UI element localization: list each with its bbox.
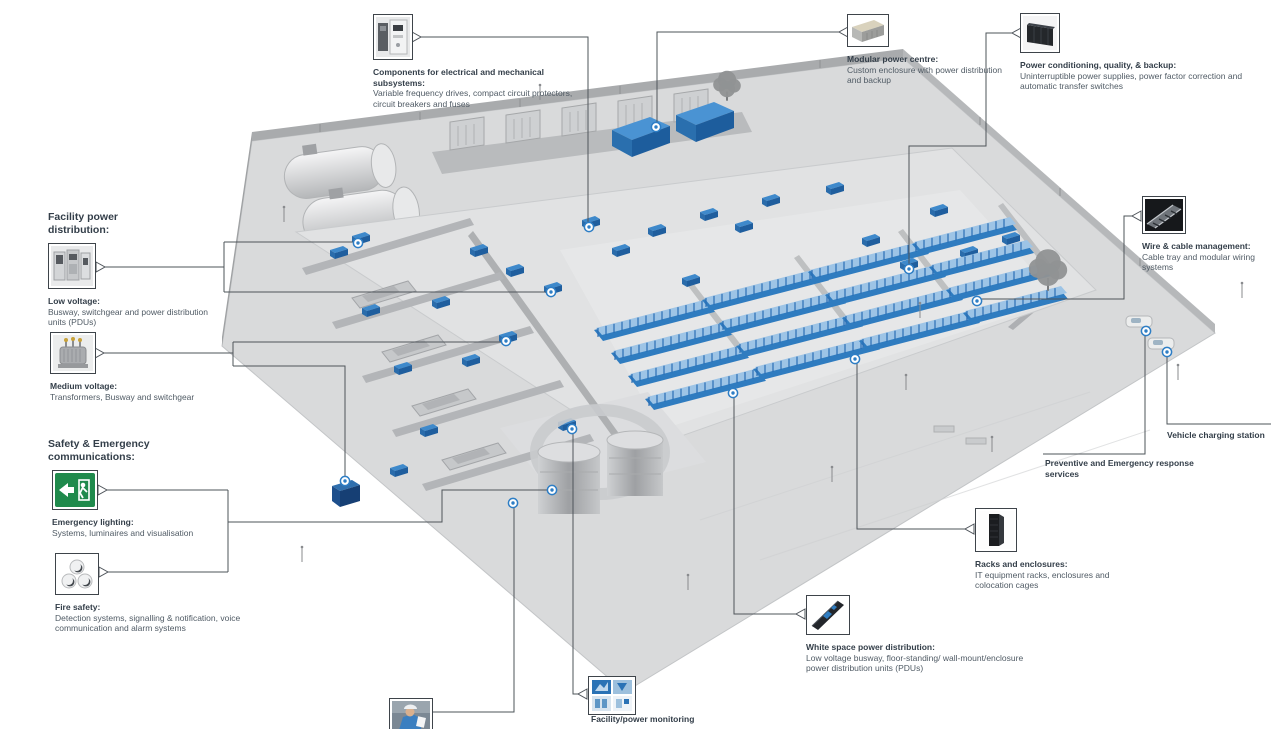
callout-medium-voltage: Medium voltage: Transformers, Busway and… [50,332,200,402]
connector-vehicle-charging [1166,355,1271,425]
connector-white-space [733,396,804,615]
cable-tray-photo-icon [1142,196,1186,234]
callout-preventive-services: Preventive and Emergency response servic… [1045,458,1195,479]
components-photo-icon [373,14,413,60]
callout-vehicle-charging: Vehicle charging station [1167,430,1279,441]
entrance-and-cooling-towers [332,404,670,514]
connector-power-conditioning [908,32,1020,266]
fire-safety-title: Fire safety: [55,602,101,612]
emergency-lighting-body: Systems, luminaires and visualisation [52,527,194,538]
modular-title: Modular power centre: [847,54,939,64]
callout-white-space: White space power distribution: Low volt… [806,595,1026,674]
racks-body: IT equipment racks, enclosures and coloc… [975,569,1110,591]
callout-modular-power-centre: Modular power centre: Custom enclosure w… [847,14,1002,86]
transformer-photo-icon [50,332,96,374]
low-voltage-body: Busway, switchgear and power distributio… [48,306,209,328]
facility-power-heading: Facility power distribution: [48,211,119,236]
medium-voltage-body: Transformers, Busway and switchgear [50,391,195,402]
trees [713,70,1068,291]
connector-preventive [1043,334,1146,455]
connector-components [412,36,589,224]
vehicle-charging-title: Vehicle charging station [1167,430,1265,440]
safety-heading: Safety & Emergency communications: [48,438,150,463]
smoke-detectors-icon [55,553,99,595]
callout-power-conditioning: Power conditioning, quality, & backup: U… [1020,13,1260,92]
emergency-exit-sign-icon [52,470,98,510]
connector-endpoints [339,121,1173,509]
connector-modular [656,31,847,124]
ups-photo-icon [1020,13,1060,53]
callout-wire-cable: Wire & cable management: Cable tray and … [1142,196,1277,273]
callout-emergency-lighting: Emergency lighting: Systems, luminaires … [52,470,202,538]
wire-cable-title: Wire & cable management: [1142,241,1251,251]
low-voltage-title: Low voltage: [48,296,100,306]
service-technician-photo-icon [389,698,433,729]
callout-monitoring [588,676,636,717]
white-space-body: Low voltage busway, floor-standing/ wall… [806,652,1024,674]
site-details [699,315,1175,561]
preventive-title: Preventive and Emergency response servic… [1045,458,1194,479]
connector-safety-main [228,489,549,523]
wire-cable-body: Cable tray and modular wiring systems [1142,251,1255,273]
monitoring-label: Facility/power monitoring [591,714,721,725]
components-title: Components for electrical and mechanical… [373,67,544,88]
callout-low-voltage: Low voltage: Busway, switchgear and powe… [48,243,223,328]
medium-voltage-title: Medium voltage: [50,381,118,391]
server-rack-photo-icon [975,508,1017,552]
connector-service [432,506,515,713]
monitoring-title: Facility/power monitoring [591,714,695,724]
callout-racks: Racks and enclosures: IT equipment racks… [975,508,1150,591]
fire-safety-body: Detection systems, signalling & notifica… [55,612,241,634]
switchgear-photo-icon [48,243,96,289]
connector-racks [856,362,973,530]
busway-photo-icon [806,595,850,635]
emergency-lighting-title: Emergency lighting: [52,517,134,527]
power-conditioning-title: Power conditioning, quality, & backup: [1020,60,1177,70]
connector-medium-voltage-b [233,365,346,478]
power-conditioning-body: Uninterruptible power supplies, power fa… [1020,70,1243,92]
server-rack-rows [594,217,1068,410]
callout-components: Components for electrical and mechanical… [373,14,583,109]
racks-title: Racks and enclosures: [975,559,1068,569]
modular-body: Custom enclosure with power distribution… [847,64,1002,86]
callout-service-technician [389,698,433,729]
ev-vehicles [1125,315,1175,350]
light-poles [282,83,1244,590]
modular-power-centre-photo-icon [847,14,889,47]
callout-connectors [94,26,1271,713]
white-space-title: White space power distribution: [806,642,935,652]
components-body: Variable frequency drives, compact circu… [373,88,573,109]
fuel-tanks [283,143,420,247]
perimeter-posts [319,60,1141,266]
callout-fire-safety: Fire safety: Detection systems, signalli… [55,553,250,634]
monitoring-screens-icon [588,676,636,715]
